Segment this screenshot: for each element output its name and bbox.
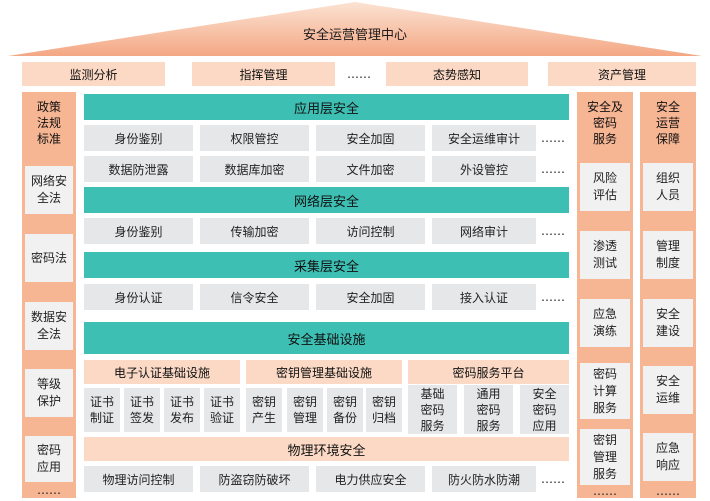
ops-response[interactable]: 应急 响应 <box>643 433 693 481</box>
top-item-monitoring[interactable]: 监测分析 <box>22 62 165 86</box>
app-item-permission[interactable]: 权限管控 <box>200 125 309 151</box>
service-key-management[interactable]: 密钥 管理 服务 <box>580 429 630 485</box>
service-crypto-compute[interactable]: 密码 计算 服务 <box>580 363 630 419</box>
physical-layer-title[interactable]: 物理环境安全 <box>84 437 569 461</box>
crypto-item-basic[interactable]: 基础 密码 服务 <box>408 385 457 434</box>
app-item-hardening[interactable]: 安全加固 <box>316 125 425 151</box>
roof <box>8 2 702 56</box>
app-item-file-encryption[interactable]: 文件加密 <box>316 156 425 182</box>
physical-item-anti-theft[interactable]: 防盗窃防破坏 <box>200 466 309 492</box>
infra-group-kmi-title[interactable]: 密钥管理基础设施 <box>246 360 402 384</box>
crypto-item-general[interactable]: 通用 密码 服务 <box>464 385 513 434</box>
left-item-protection[interactable]: 等级 保护 <box>25 369 73 417</box>
ops-management[interactable]: 管理 制度 <box>643 231 693 279</box>
ops-construction[interactable]: 安全 建设 <box>643 299 693 347</box>
collect-item-hardening[interactable]: 安全加固 <box>316 284 425 310</box>
app-item-dlp[interactable]: 数据防泄露 <box>84 156 193 182</box>
app-item-device-control[interactable]: 外设管控 <box>432 156 536 182</box>
right-column-operations-header: 安全 运营 保障 <box>655 100 680 146</box>
right-column-operations <box>640 92 696 498</box>
ops-organization[interactable]: 组织 人员 <box>643 163 693 211</box>
top-item-more: …… <box>347 67 371 81</box>
collect-item-auth[interactable]: 身份认证 <box>84 284 193 310</box>
net-item-transport-encryption[interactable]: 传输加密 <box>200 218 309 244</box>
ops-maintenance[interactable]: 安全 运维 <box>643 366 693 414</box>
kmi-item-backup[interactable]: 密钥 备份 <box>327 388 363 432</box>
net-more: …… <box>541 224 565 238</box>
right-column-operations-more: …… <box>656 484 680 498</box>
top-item-assets[interactable]: 资产管理 <box>548 62 696 86</box>
network-layer-title[interactable]: 网络层安全 <box>84 187 569 213</box>
top-item-command[interactable]: 指挥管理 <box>192 62 335 86</box>
net-item-auth[interactable]: 身份鉴别 <box>84 218 193 244</box>
pki-item-publish-cert[interactable]: 证书 发布 <box>164 388 200 432</box>
app-item-ops-audit[interactable]: 安全运维审计 <box>432 125 536 151</box>
left-item-data-law[interactable]: 数据安 全法 <box>25 302 73 350</box>
physical-item-access[interactable]: 物理访问控制 <box>84 466 193 492</box>
physical-item-power[interactable]: 电力供应安全 <box>316 466 425 492</box>
infra-title[interactable]: 安全基础设施 <box>84 322 569 354</box>
net-item-network-audit[interactable]: 网络审计 <box>432 218 536 244</box>
kmi-item-manage[interactable]: 密钥 管理 <box>287 388 323 432</box>
physical-item-fire-water[interactable]: 防火防水防潮 <box>432 466 536 492</box>
kmi-item-generate[interactable]: 密钥 产生 <box>246 388 282 432</box>
left-column-header: 政策 法规 标准 <box>36 100 61 146</box>
kmi-item-archive[interactable]: 密钥 归档 <box>366 388 402 432</box>
service-risk-assessment[interactable]: 风险 评估 <box>580 163 630 211</box>
collect-item-access-auth[interactable]: 接入认证 <box>432 284 536 310</box>
service-pentest[interactable]: 渗透 测试 <box>580 231 630 279</box>
top-item-situation[interactable]: 态势感知 <box>386 62 528 86</box>
physical-more: …… <box>541 472 565 486</box>
pki-item-sign-cert[interactable]: 证书 签发 <box>124 388 160 432</box>
infra-group-pki-title[interactable]: 电子认证基础设施 <box>84 360 240 384</box>
left-column <box>22 92 76 498</box>
app-layer-title[interactable]: 应用层安全 <box>84 94 569 120</box>
pki-item-verify-cert[interactable]: 证书 验证 <box>204 388 240 432</box>
left-item-cyber-law[interactable]: 网络安 全法 <box>25 166 73 214</box>
roof-title: 安全运营管理中心 <box>302 27 407 43</box>
left-item-crypto-law[interactable]: 密码法 <box>25 234 73 282</box>
app-row1-more: …… <box>541 131 565 145</box>
left-more: …… <box>37 483 61 497</box>
infra-group-crypto-platform-title[interactable]: 密码服务平台 <box>408 360 569 384</box>
net-item-access-control[interactable]: 访问控制 <box>316 218 425 244</box>
app-item-auth[interactable]: 身份鉴别 <box>84 125 193 151</box>
pki-item-issue-cert[interactable]: 证书 制证 <box>84 388 120 432</box>
collect-more: …… <box>541 290 565 304</box>
collect-item-signaling[interactable]: 信令安全 <box>200 284 309 310</box>
app-item-db-encryption[interactable]: 数据库加密 <box>200 156 309 182</box>
right-column-services-more: …… <box>593 484 617 498</box>
crypto-item-application[interactable]: 安全 密码 应用 <box>520 385 569 434</box>
app-row2-more: …… <box>541 162 565 176</box>
left-item-crypto-app[interactable]: 密码 应用 <box>25 436 73 482</box>
right-column-services-header: 安全及 密码 服务 <box>586 100 623 146</box>
service-drill[interactable]: 应急 演练 <box>580 299 630 347</box>
collect-layer-title[interactable]: 采集层安全 <box>84 252 569 278</box>
